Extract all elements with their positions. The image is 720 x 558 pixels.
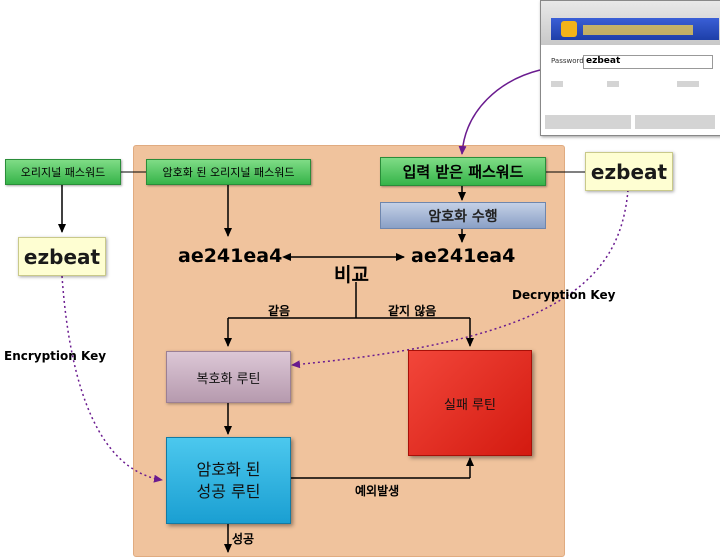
decryption-key-arrow [291,189,629,369]
original-password-label: 오리지널 패스워드 [20,166,106,179]
blurred-button-2[interactable] [635,115,715,129]
blurred-title [583,25,693,35]
encryption-key-box: ezbeat [18,237,106,276]
fail-routine-box: 실패 루틴 [408,350,532,456]
decryption-key-label: Decryption Key [512,288,616,302]
compare-label: 비교 [334,264,369,286]
computed-hash: ae241ea4 [411,245,516,267]
program-screenshot: Password: ezbeat [540,0,720,136]
input-password-box: 입력 받은 패스워드 [380,157,546,186]
blurred-option-1 [551,81,563,87]
exception-label: 예외발생 [355,484,400,498]
screenshot-password-field[interactable]: ezbeat [583,55,713,69]
equal-label: 같음 [268,304,291,318]
encrypt-action-box: 암호화 수행 [380,202,546,229]
encryption-key-value: ezbeat [23,244,101,269]
encrypted-original-password-label: 암호화 된 오리지널 패스워드 [162,166,295,179]
decryption-key-box: ezbeat [585,152,673,191]
decrypt-routine-box: 복호화 루틴 [166,351,291,403]
encryption-key-arrow [61,275,163,483]
success-routine-line1: 암호화 된 [196,459,261,479]
original-password-box: 오리지널 패스워드 [5,159,121,185]
stored-hash: ae241ea4 [178,245,283,267]
decryption-key-value: ezbeat [590,159,668,184]
blurred-option-2 [607,81,619,87]
blurred-option-3 [677,81,699,87]
encrypted-original-password-box: 암호화 된 오리지널 패스워드 [146,159,311,185]
fail-routine-label: 실패 루틴 [444,397,496,413]
input-password-label: 입력 받은 패스워드 [402,163,524,181]
screenshot-password-label: Password: [551,57,587,65]
blurred-button-1[interactable] [545,115,631,129]
success-routine-box: 암호화 된 성공 루틴 [166,437,291,524]
input-arrow [458,69,541,155]
screenshot-password-value: ezbeat [586,56,621,66]
encryption-key-label: Encryption Key [4,349,107,363]
decrypt-routine-label: 복호화 루틴 [196,371,261,387]
success-routine-line2: 성공 루틴 [196,481,261,501]
app-logo-icon [561,21,577,37]
not-equal-label: 같지 않음 [388,304,437,318]
success-label: 성공 [232,532,255,546]
encrypt-action-label: 암호화 수행 [428,208,498,225]
